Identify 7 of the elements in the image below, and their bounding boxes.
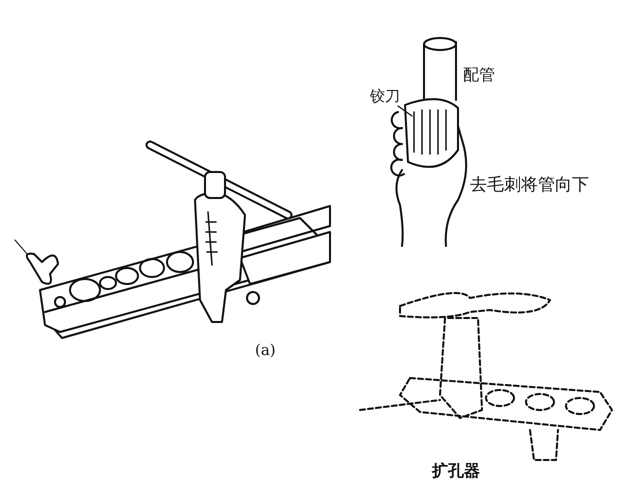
figure-label: (a) [255,342,276,358]
leader-line [397,105,413,117]
part-label: 铰刀 [370,88,400,104]
reamer-drawing [404,98,459,168]
part-label: 配管 [463,66,495,84]
caption-label: 扩孔器 [432,462,480,480]
caption-label: 去毛刺将管向下 [470,176,589,195]
